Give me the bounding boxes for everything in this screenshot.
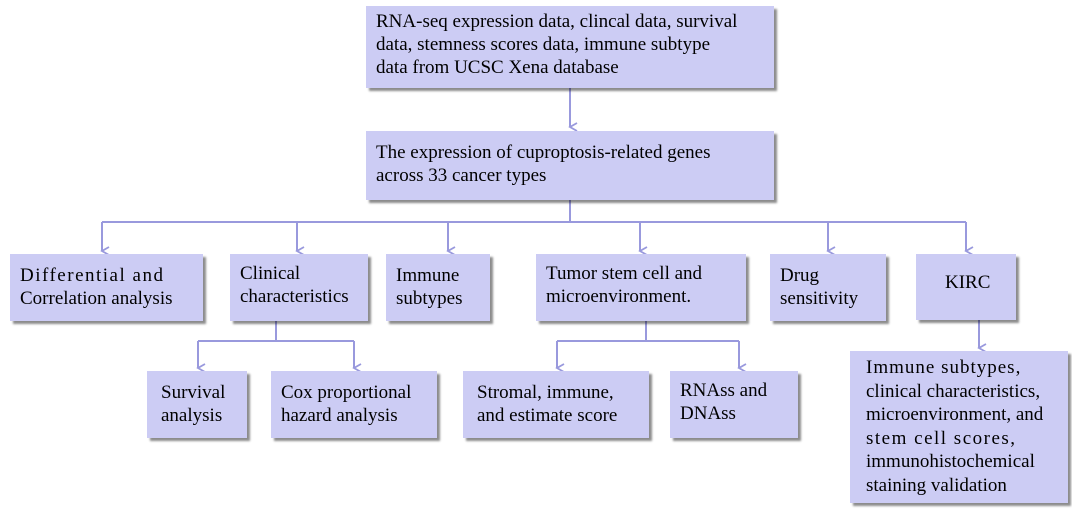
box-drug-sensitivity: Drug sensitivity [770,254,886,321]
box-differential-line-1: Differential and [20,265,165,286]
box-stromal-line-1: Stromal, immune, [477,382,614,403]
box-rnass-dnass: RNAss and DNAss [670,371,798,438]
box-cox-hazard: Cox proportional hazard analysis [271,371,437,438]
box-survival-line-2: analysis [161,405,223,426]
box-stromal-line-2: and estimate score [477,405,618,426]
box-tumor-stem-cell: Tumor stem cell and microenvironment. [536,254,746,321]
box-survival-analysis: Survival analysis [147,371,247,438]
box-clinical-characteristics: Clinical characteristics [230,254,368,321]
box-source-line-2: data, stemness scores data, immune subty… [376,34,711,55]
box-tumor-line-1: Tumor stem cell and [546,263,703,284]
box-immune-line-1: Immune [396,265,460,286]
box-immune-subtypes: Immune subtypes [386,254,490,321]
box-kirc-details: Immune subtypes, clinical characteristic… [850,351,1068,503]
box-source-line-1: RNA-seq expression data, clincal data, s… [376,11,738,32]
box-clinical-line-1: Clinical [240,263,301,284]
box-drug-line-2: sensitivity [780,288,859,309]
box-tumor-line-2: microenvironment. [546,286,692,307]
box-immune-line-2: subtypes [396,288,463,309]
box-cox-line-2: hazard analysis [281,405,398,426]
box-source-data: RNA-seq expression data, clincal data, s… [366,6,774,88]
box-gene-expression: The expression of cuproptosis-related ge… [366,131,774,200]
box-rnass-line-1: RNAss and [680,380,768,401]
box-expression-line-2: across 33 cancer types [376,165,547,186]
box-differential-line-2: Correlation analysis [20,288,173,309]
box-kirc-detail-line-2: clinical characteristics, [866,380,1041,402]
box-expression-line-1: The expression of cuproptosis-related ge… [376,142,711,163]
box-kirc-detail-line-3: microenvironment, and [866,404,1044,425]
box-kirc-detail-line-4: stem cell scores, [866,427,1017,449]
box-rnass-line-2: DNAss [680,403,736,424]
box-source-line-3: data from UCSC Xena database [376,57,619,78]
box-survival-line-1: Survival [161,382,226,403]
box-drug-line-1: Drug [780,265,820,286]
box-kirc-detail-line-6: staining validation [866,474,1007,496]
box-kirc-detail-line-5: immunohistochemical [866,451,1035,472]
box-clinical-line-2: characteristics [240,286,349,307]
box-differential-correlation: Differential and Correlation analysis [10,254,203,321]
box-kirc-detail-line-1: Immune subtypes, [866,357,1022,378]
box-cox-line-1: Cox proportional [281,382,412,403]
box-kirc-line-1: KIRC [945,272,991,293]
box-kirc: KIRC [916,254,1016,320]
box-stromal-immune-estimate: Stromal, immune, and estimate score [463,371,649,438]
